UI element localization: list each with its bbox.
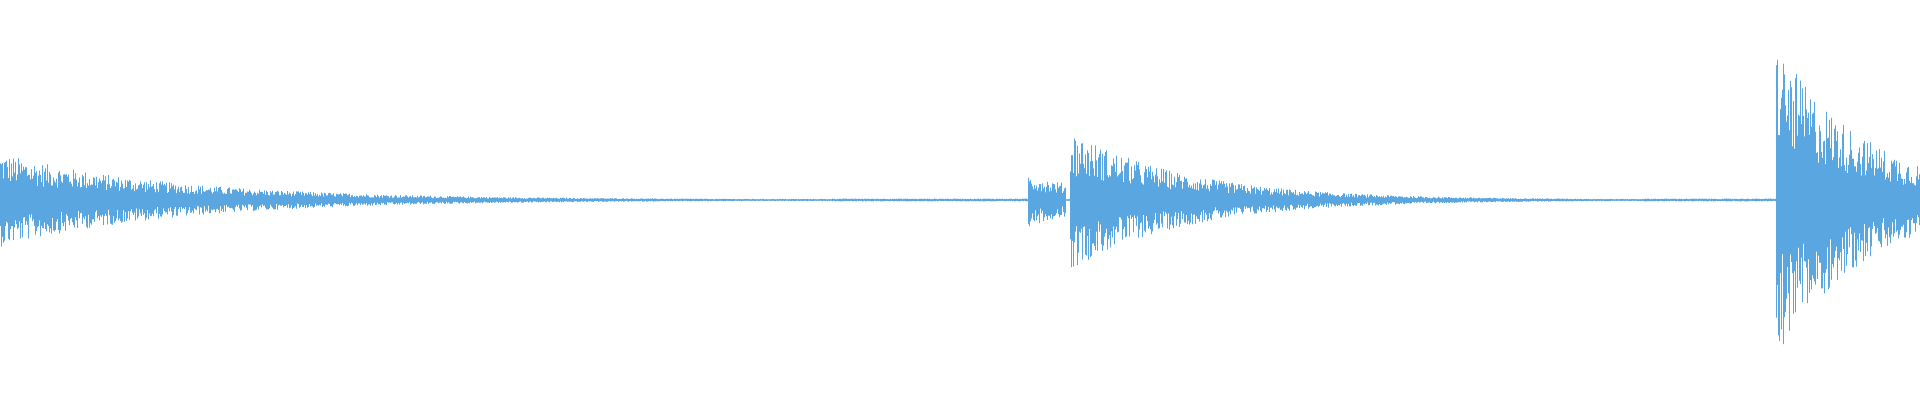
waveform-trace (0, 59, 1920, 345)
waveform-bars (0, 59, 1920, 345)
